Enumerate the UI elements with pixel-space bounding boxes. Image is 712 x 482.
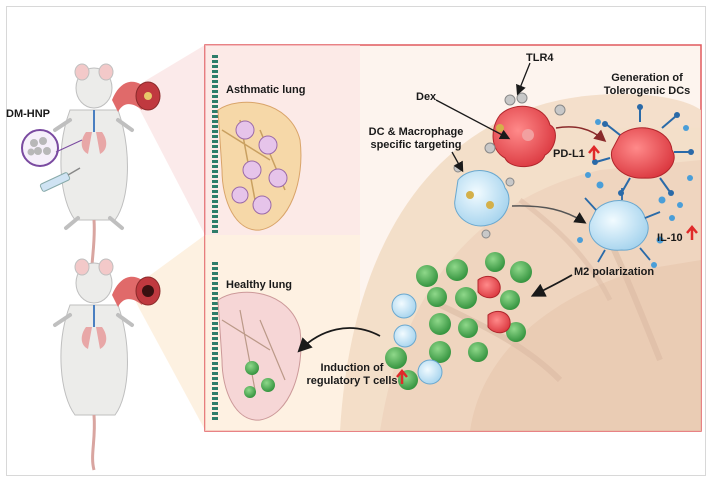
generation-label-line2: Tolerogenic DCs: [603, 85, 691, 97]
asthmatic-lung-label: Asthmatic lung: [226, 84, 306, 96]
targeting-arrow: [451, 151, 464, 173]
pdl1-up-arrow: [588, 145, 600, 160]
treg-up-arrow: [396, 369, 408, 384]
zoom-wedge-bottom: [130, 235, 205, 430]
dm-hnp-nanoparticle-icon: [21, 129, 83, 167]
asthmatic-lung-illustration: [212, 55, 302, 235]
regulatory-t-cell-cluster: [385, 252, 532, 390]
treg-to-lung-arrow: [297, 327, 381, 353]
il10-up-arrow: [686, 225, 698, 240]
il10-label: IL-10: [657, 232, 683, 244]
mouse-asthmatic: [53, 63, 134, 291]
tlr4-arrow: [516, 62, 531, 96]
airway-asthmatic-icon: [112, 81, 161, 112]
syringe-icon: [39, 167, 81, 192]
tlr4-label: TLR4: [526, 52, 554, 64]
treg-label-line2: regulatory T cells: [306, 375, 398, 387]
small-dc-cells: [477, 275, 511, 334]
il10-cytokine-dots: [577, 119, 693, 268]
healthy-lung-label: Healthy lung: [226, 279, 293, 291]
tolerogenic-dc: [592, 104, 694, 196]
dendritic-cell: [484, 92, 566, 168]
m2-macrophage-cell: [584, 188, 661, 263]
dm-hnp-label: DM-HNP: [6, 108, 50, 120]
mouse-healthy: [53, 258, 134, 471]
targeting-label-line1: DC & Macrophage: [368, 126, 464, 138]
macrophage-to-m2-arrow: [511, 205, 587, 224]
small-macrophage-cells: [391, 293, 443, 385]
airway-healthy-icon: [112, 276, 161, 307]
dex-label: Dex: [416, 91, 437, 103]
zoom-wedge-top: [130, 45, 205, 235]
m2-to-tcell-arrow: [530, 274, 573, 297]
generation-label-line1: Generation of: [611, 72, 683, 84]
m2-polarization-label: M2 polarization: [574, 266, 655, 278]
healthy-lung-illustration: [212, 262, 302, 421]
pdl1-label: PD-L1: [553, 148, 585, 160]
dc-to-tolerogenic-arrow: [555, 126, 607, 142]
treg-label-line1: Induction of: [320, 362, 384, 374]
targeting-label-line2: specific targeting: [370, 139, 462, 151]
dex-arrow: [435, 99, 511, 140]
